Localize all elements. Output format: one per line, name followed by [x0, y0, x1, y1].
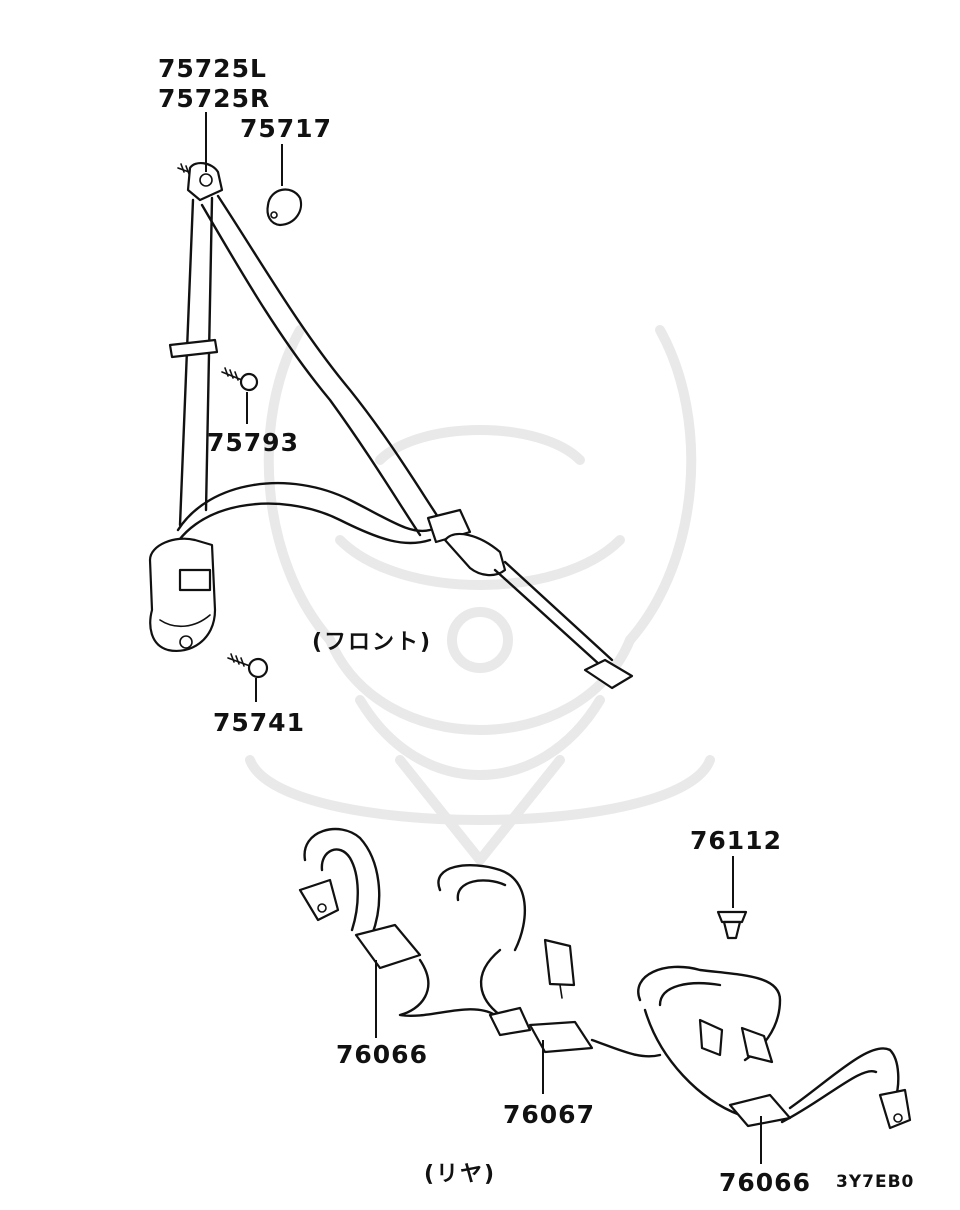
part-label-76067: 76067: [503, 1100, 595, 1129]
leader-lines: [205, 112, 762, 1164]
part-label-76112: 76112: [690, 826, 782, 855]
part-label-75793: 75793: [207, 428, 299, 457]
part-label-76066-right: 76066: [719, 1168, 811, 1197]
rear-belt-assembly: [298, 827, 912, 1130]
watermark-emblem: [245, 325, 715, 865]
part-label-75725l: 75725L: [158, 54, 267, 83]
diagram-code: 3Y7EB0: [836, 1172, 915, 1192]
part-label-75717: 75717: [240, 114, 332, 143]
clip-76112: [716, 910, 748, 940]
part-label-76066-left: 76066: [336, 1040, 428, 1069]
part-label-75725r: 75725R: [158, 84, 271, 113]
front-belt-assembly: [148, 162, 634, 690]
rear-caption: (リヤ): [424, 1162, 497, 1187]
part-label-75741: 75741: [213, 708, 305, 737]
front-caption: (フロント): [312, 630, 433, 655]
cover-cap-75717: [266, 188, 303, 227]
bolt-75741: [227, 653, 269, 679]
bolt-75793: [221, 367, 259, 392]
